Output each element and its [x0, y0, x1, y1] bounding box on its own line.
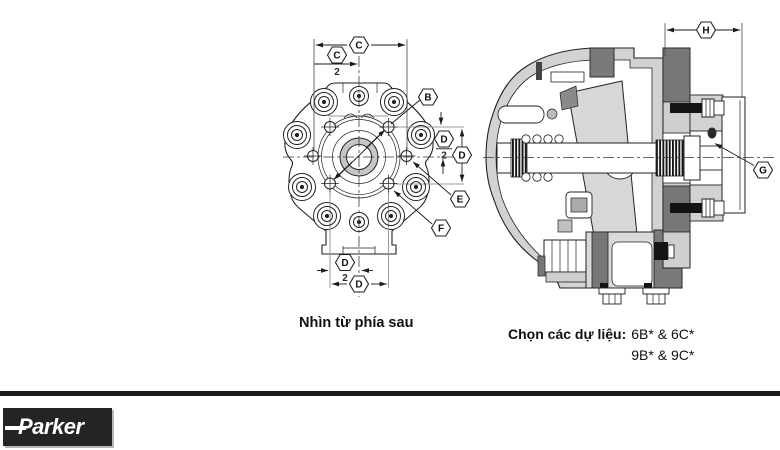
note-option-2: 9B* & 9C*: [631, 347, 695, 363]
bolt-hole: [287, 125, 307, 145]
dimension-d-half-bottom: D 2: [317, 253, 373, 284]
roller: [521, 172, 531, 182]
svg-text:G: G: [759, 166, 767, 177]
roller: [532, 134, 542, 144]
side-hole: [397, 147, 416, 165]
bolt-hole: [381, 206, 401, 226]
casting-scallop: [343, 113, 358, 119]
bolt-hole: [411, 125, 431, 145]
valve-plate: [537, 239, 591, 283]
svg-text:E: E: [457, 195, 464, 206]
callout-c: C: [355, 41, 362, 52]
ball-joint: [546, 108, 558, 120]
tapped-holes: [304, 118, 416, 193]
roller: [543, 134, 553, 144]
top-section-block: [589, 47, 615, 78]
dimension-h: H: [664, 21, 743, 98]
callout-d-bottom: D: [355, 280, 362, 291]
casting-scallop: [360, 113, 375, 119]
note-option-1: 6B* & 6C*: [631, 326, 695, 342]
cross-section-view: H G: [483, 21, 776, 305]
side-hole: [304, 147, 322, 165]
note-label: Chọn các dự liệu:: [508, 326, 627, 342]
rear-view: C C 2 B D 2: [283, 36, 473, 297]
flange-bolt-bottom: [670, 198, 725, 218]
bolt-hole: [384, 92, 404, 112]
flange-section-dark: [662, 47, 691, 103]
logo-dash: [5, 426, 26, 430]
bolt-hole: [406, 177, 426, 197]
callout-f: F: [393, 190, 452, 237]
piston-bore: [497, 105, 545, 124]
callout-d-half-bottom-num: D: [341, 258, 348, 269]
footer-rule: [0, 391, 780, 396]
roller: [554, 134, 564, 144]
rear-view-caption: Nhìn từ phía sau: [299, 315, 414, 331]
callout-e: E: [412, 161, 471, 208]
top-slot: [550, 71, 585, 83]
retainer-bar: [536, 62, 542, 80]
port-cavity: [611, 241, 653, 287]
lower-gray-block: [557, 219, 573, 233]
svg-text:F: F: [438, 224, 444, 235]
roller: [543, 172, 553, 182]
tapped-hole: [321, 118, 339, 136]
swash-wedge: [559, 85, 579, 111]
shaft-spline-left: [510, 138, 528, 178]
parker-logo: Parker: [3, 408, 112, 446]
flange-bolt-top: [670, 98, 725, 118]
callout-d-half-right-den: 2: [441, 151, 447, 162]
logo-wordmark: Parker: [18, 414, 84, 439]
callout-c-half-num: C: [333, 51, 340, 62]
port-section-dark: [591, 231, 609, 289]
dimension-c: C: [313, 36, 408, 150]
note-spacer: [508, 345, 626, 365]
tapped-hole: [379, 174, 398, 193]
coupling-sleeve: [683, 135, 701, 181]
dimension-d-right: D: [451, 129, 473, 182]
data-selection-note: Chọn các dự liệu: 6B* & 6C* 9B* & 9C*: [508, 324, 694, 365]
bolt-hole: [317, 206, 337, 226]
shaft-seal: [707, 127, 717, 139]
dimension-d-half-right: D 2: [433, 112, 455, 174]
shaft-spline-output: [655, 139, 685, 177]
bottom-bolt: [598, 283, 626, 305]
bolt-hole: [292, 177, 312, 197]
bottom-bolt: [642, 283, 670, 305]
tapped-hole: [379, 118, 398, 136]
roller: [521, 134, 531, 144]
lower-pocket-insert: [570, 197, 588, 213]
side-bolt: [654, 242, 675, 260]
end-plate: [721, 96, 746, 214]
dimension-c-half: C 2: [314, 46, 358, 78]
callout-g: G: [714, 143, 774, 179]
roller: [532, 172, 542, 182]
callout-b: B: [424, 93, 431, 104]
bearing-rollers: [521, 134, 564, 182]
tapped-hole: [321, 174, 339, 193]
hub-bore: [699, 145, 723, 171]
callout-c-half-den: 2: [334, 67, 340, 78]
dimension-d-bottom: D: [331, 275, 387, 293]
bolt-hole: [314, 92, 334, 112]
callout-d-right: D: [458, 151, 465, 162]
dimension-b: B: [333, 88, 439, 180]
callout-d-half-right-num: D: [440, 135, 447, 146]
callout-h: H: [702, 26, 709, 37]
callout-d-half-bottom-den: 2: [342, 273, 348, 284]
